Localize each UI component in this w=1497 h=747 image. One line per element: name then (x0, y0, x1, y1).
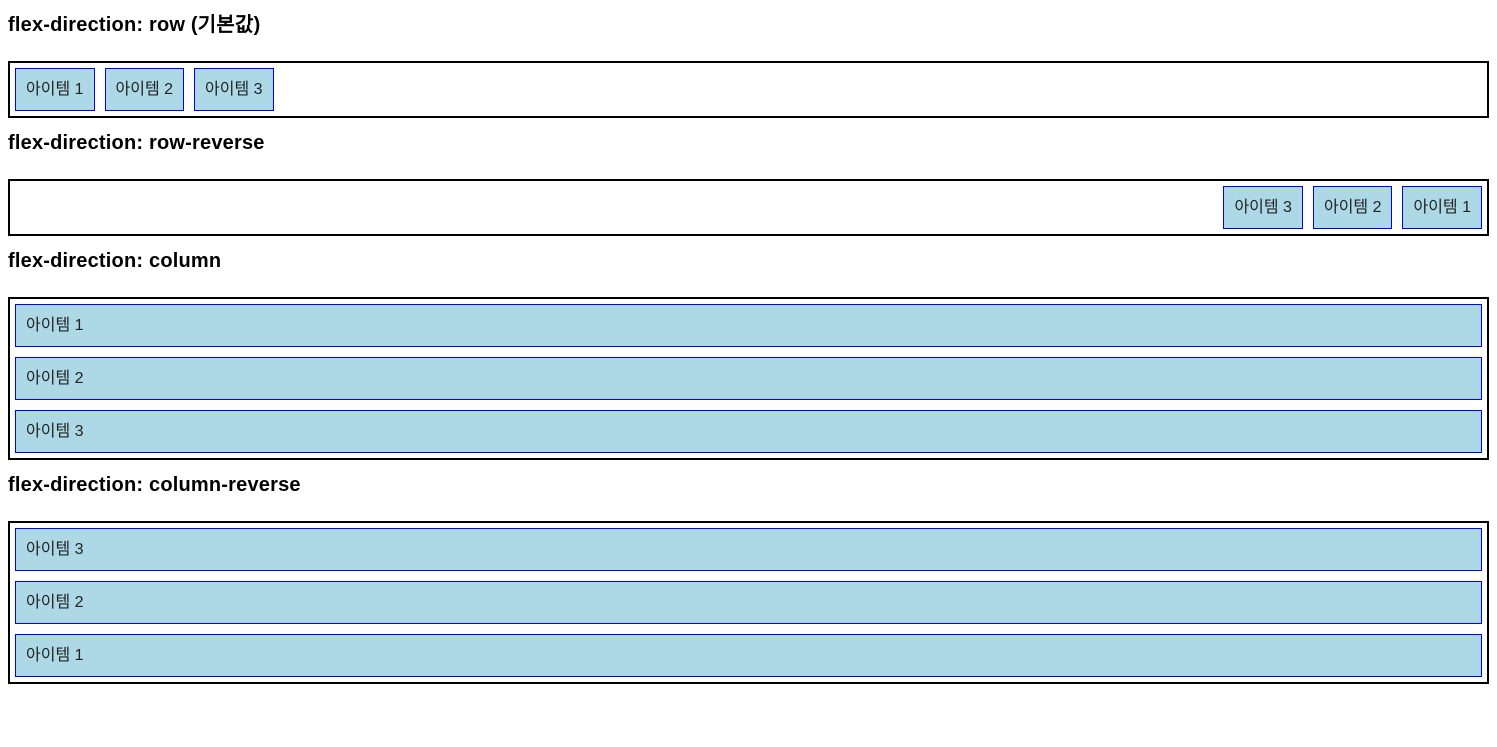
section-row-reverse: flex-direction: row-reverse 아이템 1 아이템 2 … (8, 132, 1489, 236)
section-row: flex-direction: row (기본값) 아이템 1 아이템 2 아이… (8, 14, 1489, 118)
flex-item: 아이템 3 (15, 410, 1482, 453)
section-column-reverse: flex-direction: column-reverse 아이템 1 아이템… (8, 474, 1489, 684)
flex-item: 아이템 1 (1402, 186, 1482, 229)
flex-item: 아이템 1 (15, 634, 1482, 677)
flex-container-row: 아이템 1 아이템 2 아이템 3 (8, 61, 1489, 118)
flex-container-column: 아이템 1 아이템 2 아이템 3 (8, 297, 1489, 460)
flex-direction-demo-page: flex-direction: row (기본값) 아이템 1 아이템 2 아이… (8, 14, 1489, 684)
flex-item: 아이템 3 (1223, 186, 1303, 229)
flex-item: 아이템 2 (1312, 186, 1393, 229)
section-heading-row: flex-direction: row (기본값) (8, 14, 261, 36)
flex-item: 아이템 2 (15, 357, 1482, 400)
flex-container-row-reverse: 아이템 1 아이템 2 아이템 3 (8, 179, 1489, 236)
flex-item: 아이템 3 (194, 68, 274, 111)
section-heading-column: flex-direction: column (8, 250, 222, 272)
section-column: flex-direction: column 아이템 1 아이템 2 아이템 3 (8, 250, 1489, 460)
flex-item: 아이템 2 (15, 581, 1482, 624)
flex-container-column-reverse: 아이템 1 아이템 2 아이템 3 (8, 521, 1489, 684)
section-heading-row-reverse: flex-direction: row-reverse (8, 132, 265, 154)
flex-item: 아이템 1 (15, 304, 1482, 347)
flex-item: 아이템 2 (104, 68, 185, 111)
flex-item: 아이템 1 (15, 68, 95, 111)
section-heading-column-reverse: flex-direction: column-reverse (8, 474, 301, 496)
flex-item: 아이템 3 (15, 528, 1482, 571)
